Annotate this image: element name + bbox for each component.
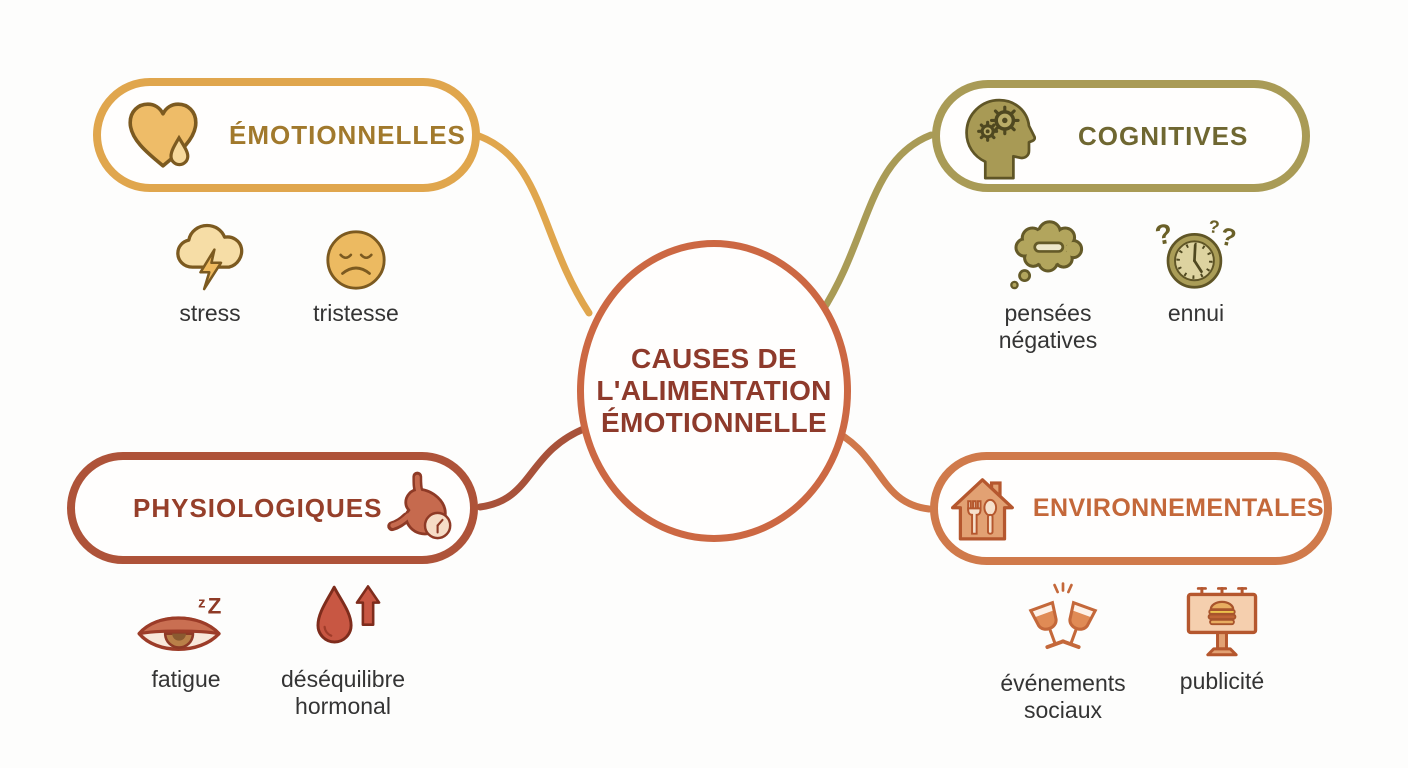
item-ennui: ? ? ? ennui [1121, 214, 1271, 327]
item-label-ennui: ennui [1167, 300, 1225, 326]
center-title-line-2: L'ALIMENTATION [596, 375, 832, 406]
center-title: CAUSES DE L'ALIMENTATION ÉMOTIONNELLE [596, 343, 831, 439]
item-pensees-negatives: pensées négatives [973, 214, 1123, 354]
billboard-burger-icon [1186, 586, 1258, 657]
sleepy-eye-icon: z Z [137, 594, 222, 651]
storm-cloud-lightning-icon [176, 223, 244, 291]
item-tristesse: tristesse [281, 216, 431, 327]
svg-text:?: ? [1208, 216, 1221, 237]
svg-text:?: ? [1154, 218, 1175, 252]
item-label-pensees-negatives: pensées négatives [998, 300, 1098, 353]
connector-emotionnelles [475, 132, 593, 317]
thought-bubble-minus-icon [1010, 220, 1084, 290]
svg-text:Z: Z [208, 594, 222, 619]
center-title-line-1: CAUSES DE [630, 343, 798, 374]
branch-environnementales: ENVIRONNEMENTALES [930, 452, 1332, 565]
house-cutlery-icon [950, 477, 1014, 540]
item-label-stress: stress [179, 300, 241, 326]
clock-question-marks-icon: ? ? ? [1154, 216, 1238, 289]
connector-cognitives [817, 131, 935, 317]
sad-face-icon [326, 230, 386, 290]
svg-text:?: ? [1218, 222, 1238, 253]
item-stress: stress [135, 216, 285, 327]
item-label-evenements-sociaux: événements sociaux [1000, 670, 1126, 723]
central-node: CAUSES DE L'ALIMENTATION ÉMOTIONNELLE [577, 240, 851, 542]
branch-physiologiques: PHYSIOLOGIQUES [67, 452, 478, 564]
clinking-glasses-icon [1028, 582, 1098, 650]
item-desequilibre-hormonal: déséquilibre hormonal [258, 584, 428, 720]
branch-label-emotionnelles: ÉMOTIONNELLES [229, 119, 466, 150]
branch-label-environnementales: ENVIRONNEMENTALES [1032, 494, 1324, 522]
center-title-line-3: ÉMOTIONNELLE [600, 407, 828, 438]
svg-text:z: z [198, 596, 205, 612]
item-label-desequilibre-hormonal: déséquilibre hormonal [280, 666, 406, 719]
item-label-fatigue: fatigue [151, 666, 221, 692]
branch-label-cognitives: COGNITIVES [1078, 120, 1249, 151]
blood-drop-arrow-icon [316, 585, 381, 644]
connector-physiologiques [476, 424, 590, 511]
item-evenements-sociaux: événements sociaux [978, 582, 1148, 724]
branch-emotionnelles: ÉMOTIONNELLES [93, 78, 480, 192]
branch-label-physiologiques: PHYSIOLOGIQUES [133, 492, 383, 523]
item-publicite: publicité [1147, 584, 1297, 695]
item-label-tristesse: tristesse [313, 300, 399, 326]
heart-with-drop-icon [128, 102, 198, 168]
head-with-gears-icon [965, 98, 1036, 180]
branch-cognitives: COGNITIVES [932, 80, 1310, 192]
item-fatigue: z Z fatigue [111, 588, 261, 693]
item-label-publicite: publicité [1179, 668, 1265, 694]
stomach-clock-icon [386, 471, 451, 540]
